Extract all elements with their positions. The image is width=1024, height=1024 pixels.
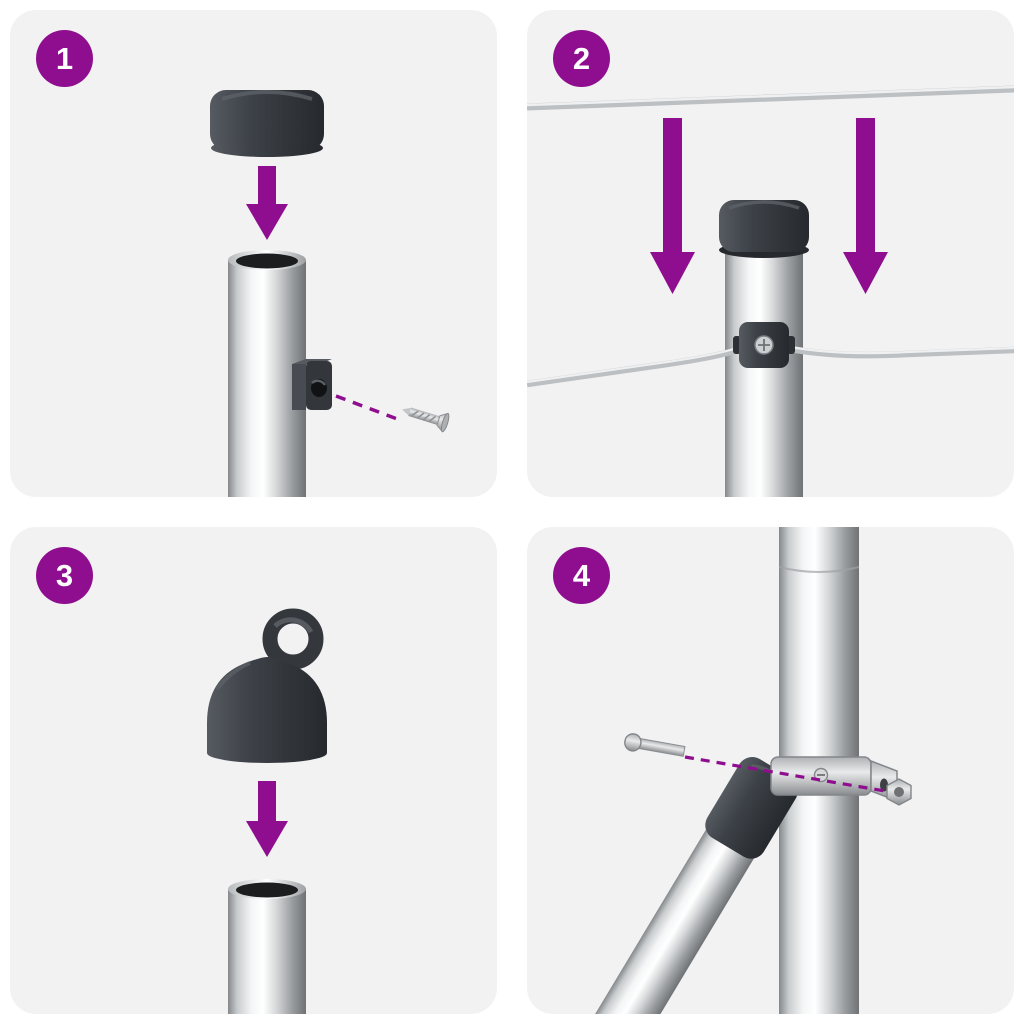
step-panel-1: 1 [10,10,497,497]
step-number-4: 4 [572,558,591,593]
arrow-down-right-icon [843,118,888,294]
post-tube [228,879,306,1014]
step-panel-4: 4 [527,527,1014,1014]
step-number-3: 3 [55,558,74,593]
brace-tube [560,757,799,1014]
step-number-1: 1 [55,41,74,76]
wire-bracket [292,359,332,410]
bolt [624,733,686,757]
screw-guide-dashes [335,394,401,422]
step-1-illustration [210,90,450,497]
top-wire [527,85,1014,111]
arrow-down-left-icon [650,118,695,294]
bolt-guide-dashes [684,755,886,793]
step-badge-4: 4 [553,547,610,604]
wire-clip [733,322,795,368]
eye-cap [207,608,327,763]
post-cap [210,90,324,157]
step-2-illustration [527,85,1014,497]
step-panel-3: 3 [10,527,497,1014]
post-with-cap [719,200,809,497]
arrow-down-icon [246,781,288,857]
nut [886,778,912,806]
step-panel-2: 2 [527,10,1014,497]
arrow-down-icon [246,166,288,240]
step-3-illustration [207,608,327,1014]
step-badge-1: 1 [36,30,93,87]
step-badge-2: 2 [553,30,610,87]
step-badge-3: 3 [36,547,93,604]
step-4-illustration [560,527,912,1014]
screw [402,407,450,433]
step-number-2: 2 [572,41,591,76]
clamp [770,756,898,803]
